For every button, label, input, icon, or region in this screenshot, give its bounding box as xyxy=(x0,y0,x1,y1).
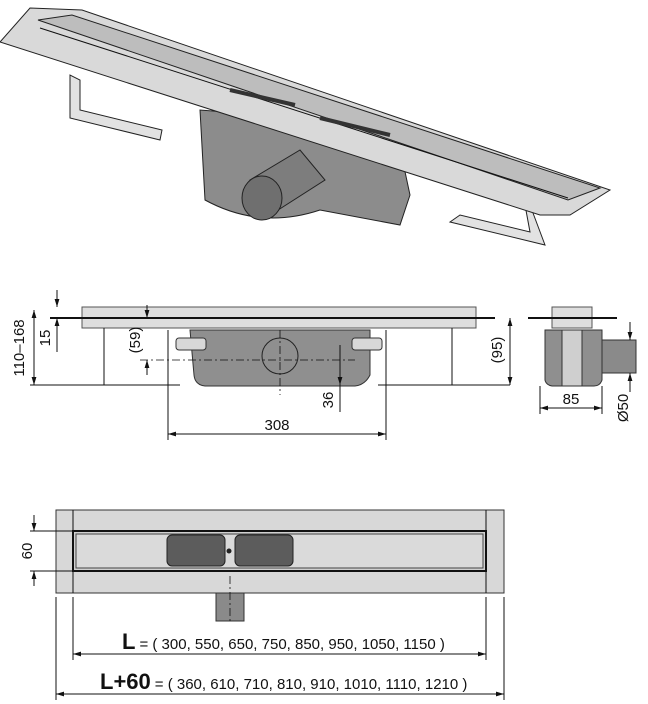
channel xyxy=(37,14,602,201)
grate-clip xyxy=(319,116,391,137)
dim-height-range: 110–168 xyxy=(11,319,28,376)
total-length-symbol: L+60 xyxy=(100,669,151,694)
dim-outlet-center: (59) xyxy=(127,327,144,354)
outlet-pipe xyxy=(241,149,326,221)
flange xyxy=(0,7,612,216)
dim-body-height: (95) xyxy=(489,337,506,364)
top-view: 60 L= ( 300, 550, 650, 750, 850, 950, 10… xyxy=(19,509,505,700)
total-length-values: = ( 360, 610, 710, 810, 910, 1010, 1110,… xyxy=(155,676,468,693)
total-length-label: L+60= ( 360, 610, 710, 810, 910, 1010, 1… xyxy=(100,669,467,694)
dim-width: 85 xyxy=(563,391,580,408)
grate-holder-left xyxy=(166,534,226,567)
length-values: = ( 300, 550, 650, 750, 850, 950, 1050, … xyxy=(139,636,444,653)
grate-clip xyxy=(229,88,296,107)
left-mounting-bracket xyxy=(69,74,163,141)
dim-outlet-diameter: Ø50 xyxy=(615,394,632,422)
dim-body-length: 308 xyxy=(264,417,289,434)
end-outlet xyxy=(601,339,637,374)
length-symbol: L xyxy=(122,629,135,654)
side-view: 110–168 15 (59) (95) 36 308 xyxy=(11,290,513,440)
end-view: 85 Ø50 xyxy=(528,306,637,422)
dim-flange: 15 xyxy=(37,330,54,347)
dim-channel-width: 60 xyxy=(19,543,36,560)
length-label: L= ( 300, 550, 650, 750, 850, 950, 1050,… xyxy=(122,629,445,654)
grate-holder-right xyxy=(234,534,294,567)
isometric-view xyxy=(0,7,612,246)
dim-body-offset: 36 xyxy=(320,392,337,409)
